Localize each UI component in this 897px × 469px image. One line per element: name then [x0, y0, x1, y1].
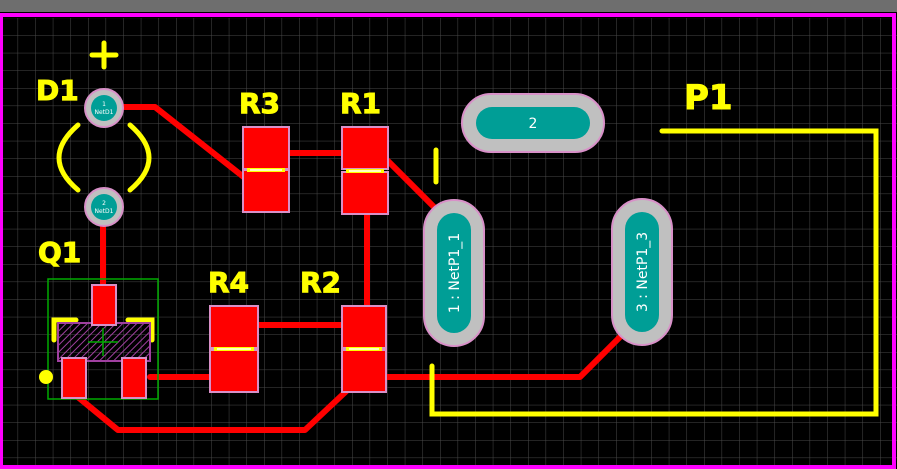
d1-pad-1-net: NetD1 [95, 109, 114, 116]
d1-pad-2-net: NetD1 [95, 208, 114, 215]
board-outline [0, 13, 896, 469]
track-r2-p1 [382, 329, 628, 380]
r2-pad-2[interactable] [341, 349, 387, 393]
r4-pad-2[interactable] [209, 349, 259, 393]
designator-q1[interactable]: Q1 [38, 236, 82, 270]
top-bar [0, 0, 897, 12]
q1-pad-2[interactable] [121, 357, 147, 399]
designator-p1[interactable]: P1 [684, 78, 734, 119]
d1-pad-1[interactable]: 1 NetD1 [84, 88, 124, 128]
q1-pin1-dot [39, 370, 53, 384]
p1-pad-3[interactable]: 3 : NetP1_3 [611, 198, 673, 346]
q1-pad-1[interactable] [61, 357, 87, 399]
r3-pad-1[interactable] [242, 126, 290, 170]
q1-courtyard [47, 278, 159, 400]
d1-pad-1-number: 1 [102, 101, 106, 108]
q1-bracket-right [125, 317, 155, 343]
q1-pad-3[interactable] [91, 284, 117, 326]
r2-pad-1[interactable] [341, 305, 387, 349]
p1-pad-2-label: 2 [529, 116, 538, 132]
p1-pad-3-label: 3 : NetP1_3 [635, 232, 651, 312]
r4-pad-1[interactable] [209, 305, 259, 349]
smd-pads [61, 126, 389, 399]
p1-outline [429, 128, 879, 417]
r1-pad-2[interactable] [341, 171, 389, 215]
p1-pad-1[interactable]: 1 : NetP1_1 [423, 199, 485, 347]
d1-arc-left [56, 122, 81, 193]
designator-r1[interactable]: R1 [340, 87, 382, 121]
p1-pad-1-label: 1 : NetP1_1 [447, 233, 463, 313]
r3-pad-2[interactable] [242, 169, 290, 213]
d1-pad-2-number: 2 [102, 200, 106, 207]
q1-bracket-left [51, 317, 79, 343]
d1-pad-2[interactable]: 2 NetD1 [84, 187, 124, 227]
d1-arc-right [127, 122, 152, 193]
designators: D1 R3 R1 P1 Q1 R4 R2 [36, 74, 734, 300]
p1-pad-2[interactable]: 2 [461, 93, 605, 153]
silkscreen [51, 40, 879, 417]
r1-pad-1[interactable] [341, 126, 389, 170]
designator-r3[interactable]: R3 [239, 87, 281, 121]
designator-d1[interactable]: D1 [36, 74, 80, 108]
designator-r4[interactable]: R4 [208, 266, 250, 300]
resistor-body-marks-inner [217, 169, 381, 350]
designator-r2[interactable]: R2 [300, 266, 342, 300]
